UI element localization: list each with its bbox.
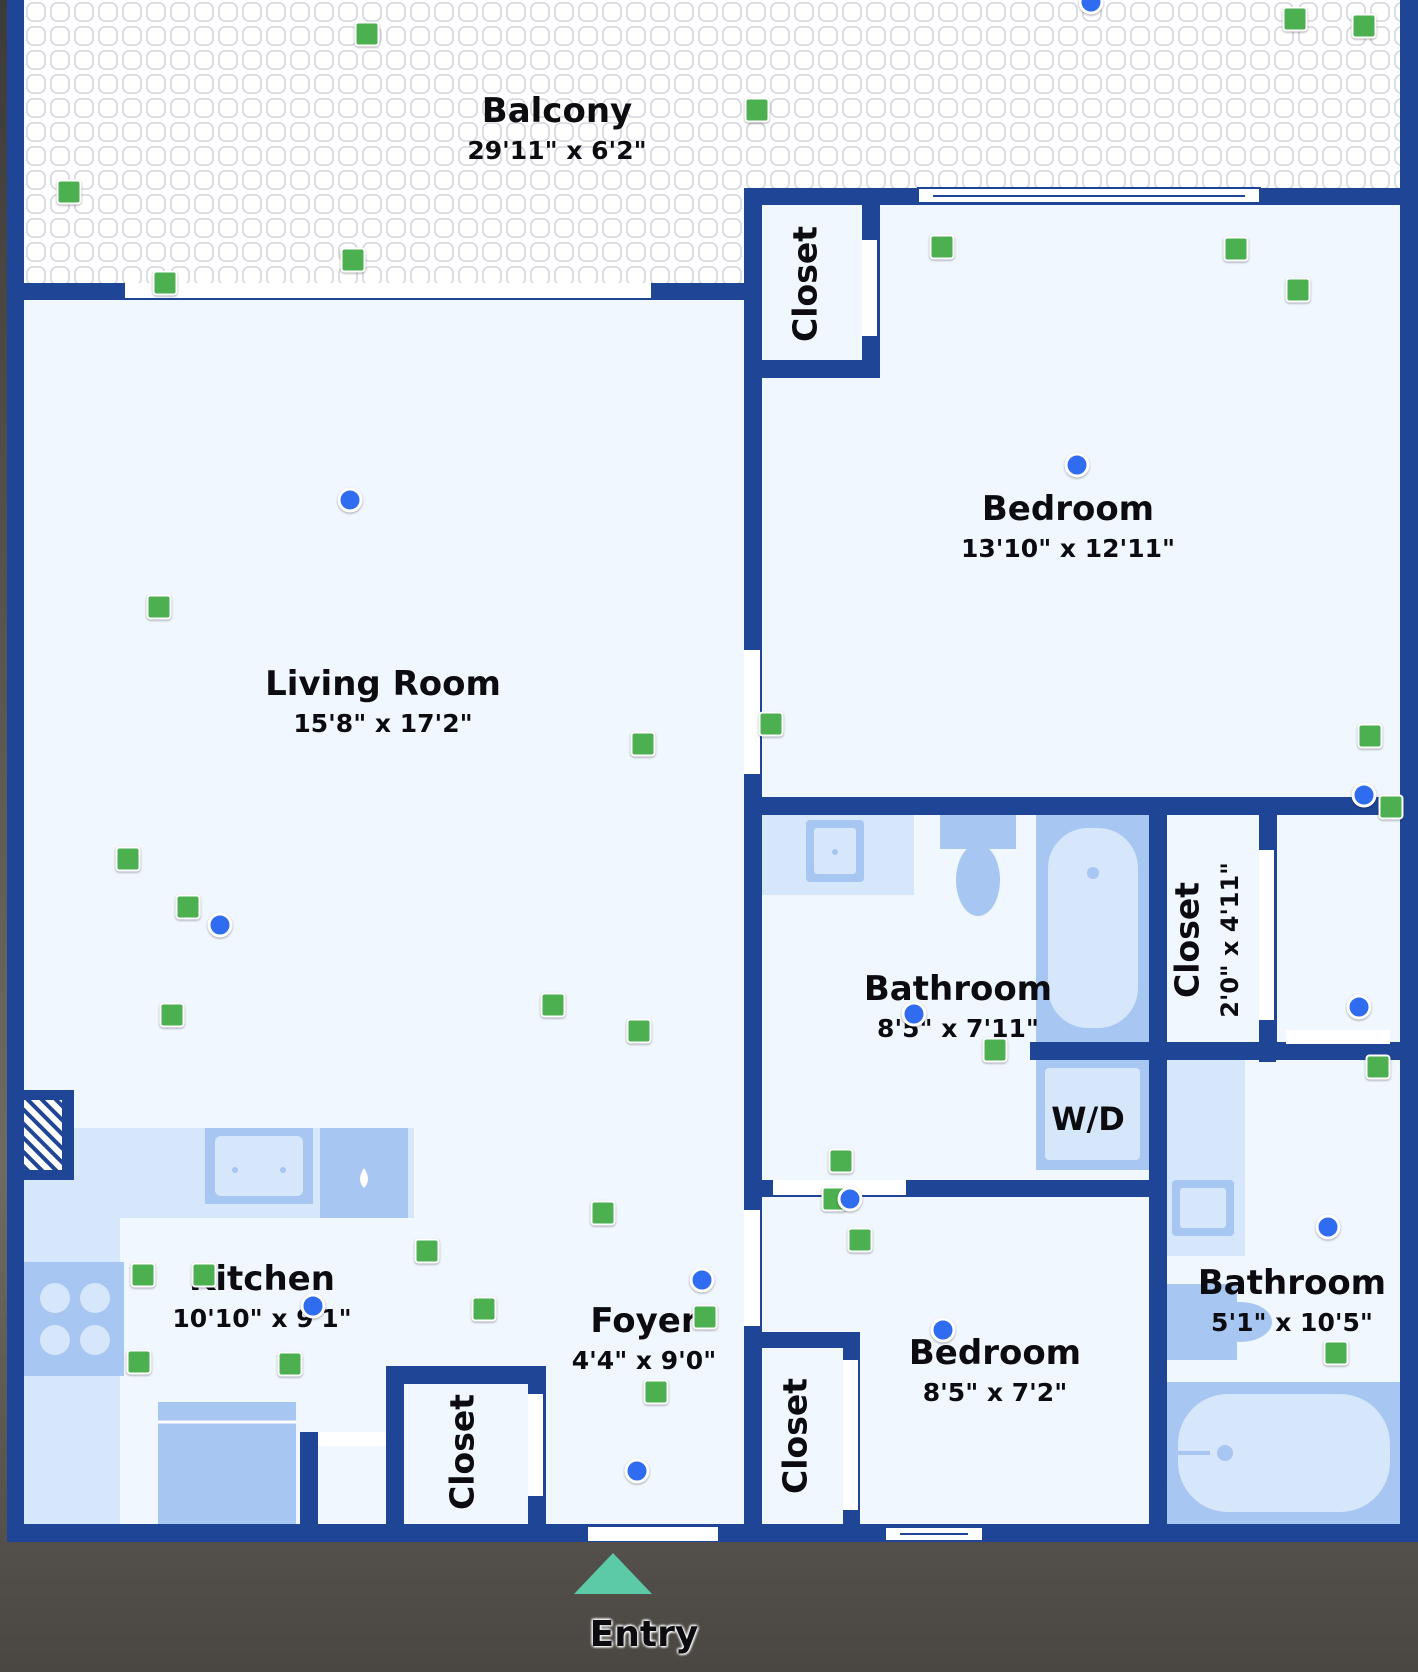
room-name: Bedroom [908, 1333, 1082, 1373]
photo-marker[interactable] [1378, 794, 1404, 820]
entry-label: Entry [589, 1614, 699, 1655]
photo-marker[interactable] [277, 1351, 303, 1377]
room-name: Bathroom [863, 969, 1053, 1009]
photo-marker[interactable] [414, 1238, 440, 1264]
viewpoint-marker[interactable] [901, 1001, 927, 1027]
viewpoint-marker[interactable] [300, 1293, 326, 1319]
room-dimensions: 8'5" x 7'11" [877, 1014, 1039, 1043]
photo-marker[interactable] [1351, 13, 1377, 39]
room-name: Balcony [481, 91, 633, 131]
photo-marker[interactable] [1323, 1340, 1349, 1366]
photo-marker[interactable] [130, 1262, 156, 1288]
photo-marker[interactable] [828, 1148, 854, 1174]
entry-arrow-icon [574, 1553, 652, 1594]
kitchen-fixtures [24, 1100, 414, 1524]
viewpoint-marker[interactable] [689, 1267, 715, 1293]
viewpoint-marker[interactable] [1078, 0, 1104, 15]
photo-marker[interactable] [1285, 277, 1311, 303]
room-name: Foyer [590, 1301, 698, 1341]
viewpoint-marker[interactable] [1315, 1214, 1341, 1240]
washer-dryer-label: W/D [1051, 1100, 1125, 1138]
hall-closet-dims: 2'0" x 4'11" [1216, 862, 1244, 1018]
viewpoint-marker[interactable] [930, 1317, 956, 1343]
photo-marker[interactable] [590, 1200, 616, 1226]
bedroom-main-label: Bedroom 13'10" x 12'11" [961, 492, 1175, 561]
living-room-label: Living Room 15'8" x 17'2" [265, 667, 501, 736]
second-bedroom-floor [762, 1197, 1149, 1524]
viewpoint-marker[interactable] [337, 487, 363, 513]
photo-marker[interactable] [929, 234, 955, 260]
bedroom-corridor-floor [1277, 815, 1400, 1042]
photo-marker[interactable] [56, 179, 82, 205]
photo-marker[interactable] [1223, 236, 1249, 262]
photo-marker[interactable] [982, 1037, 1008, 1063]
room-dimensions: 15'8" x 17'2" [293, 709, 473, 738]
bedroom-second-label: Bedroom 8'5" x 7'2" [909, 1336, 1081, 1405]
viewpoint-marker[interactable] [624, 1458, 650, 1484]
viewpoint-marker[interactable] [1064, 452, 1090, 478]
photo-marker[interactable] [758, 711, 784, 737]
room-name: Bedroom [981, 489, 1155, 529]
bedroom-closet-label: Closet [785, 226, 825, 342]
hall-closet-floor [1167, 815, 1259, 1042]
viewpoint-marker[interactable] [207, 912, 233, 938]
photo-marker[interactable] [126, 1349, 152, 1375]
room-dimensions: 8'5" x 7'2" [922, 1378, 1068, 1407]
living-room-floor [24, 300, 744, 1524]
bathroom-fixtures [762, 815, 1400, 1524]
photo-marker[interactable] [1357, 723, 1383, 749]
photo-marker[interactable] [159, 1002, 185, 1028]
photo-marker[interactable] [340, 247, 366, 273]
photo-marker[interactable] [626, 1018, 652, 1044]
photo-marker[interactable] [471, 1296, 497, 1322]
openings [125, 187, 1390, 1542]
room-dimensions: 4'4" x 9'0" [571, 1346, 717, 1375]
photo-marker[interactable] [692, 1304, 718, 1330]
photo-marker[interactable] [744, 97, 770, 123]
photo-marker[interactable] [630, 731, 656, 757]
room-name: Bathroom [1197, 1263, 1387, 1303]
viewpoint-marker[interactable] [837, 1186, 863, 1212]
bedroom-closet-floor [762, 205, 862, 360]
viewpoint-marker[interactable] [1351, 782, 1377, 808]
balcony-label: Balcony 29'11" x 6'2" [467, 94, 646, 163]
room-dimensions: 29'11" x 6'2" [467, 136, 647, 165]
hall-closet-label: Closet [1167, 882, 1207, 998]
photo-marker[interactable] [1365, 1054, 1391, 1080]
photo-marker[interactable] [175, 894, 201, 920]
photo-marker[interactable] [847, 1227, 873, 1253]
photo-marker[interactable] [1282, 6, 1308, 32]
bathroom-main-label: Bathroom 8'5" x 7'11" [864, 972, 1052, 1041]
foyer-closet-label: Closet [442, 1394, 482, 1510]
room-dimensions: 5'1" x 10'5" [1211, 1308, 1373, 1337]
photo-marker[interactable] [354, 21, 380, 47]
photo-marker[interactable] [146, 594, 172, 620]
foyer-label: Foyer 4'4" x 9'0" [572, 1304, 716, 1373]
bathroom-second-label: Bathroom 5'1" x 10'5" [1198, 1266, 1386, 1335]
viewpoint-marker[interactable] [1346, 994, 1372, 1020]
room-name: Living Room [265, 664, 501, 704]
photo-marker[interactable] [540, 992, 566, 1018]
second-bedroom-closet-label: Closet [775, 1378, 815, 1494]
photo-marker[interactable] [643, 1379, 669, 1405]
photo-marker[interactable] [115, 846, 141, 872]
room-dimensions: 13'10" x 12'11" [960, 534, 1176, 563]
photo-marker[interactable] [191, 1262, 217, 1288]
photo-marker[interactable] [152, 270, 178, 296]
